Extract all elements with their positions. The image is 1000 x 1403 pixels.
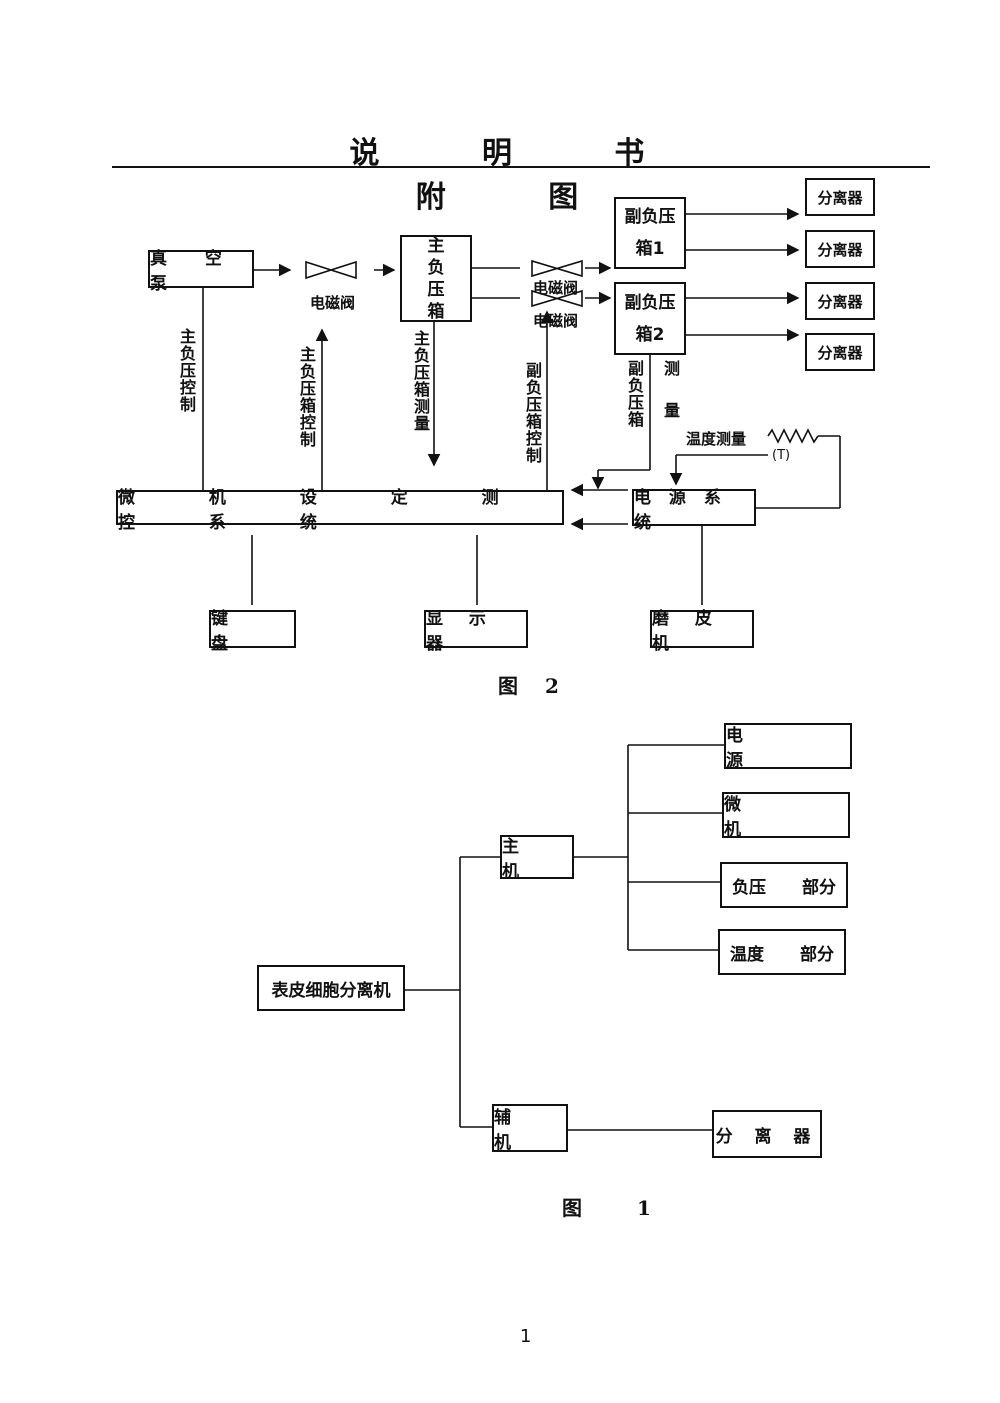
vacuum-pump-box: 真 空 泵 bbox=[148, 249, 254, 294]
dermatome-box: 磨 皮 机 bbox=[650, 609, 754, 654]
sub-box-control-label: 副负压箱控制 bbox=[523, 362, 542, 464]
vacuum-pump-label: 真 空 泵 bbox=[150, 249, 238, 294]
main-box-line-4: 箱 bbox=[427, 301, 445, 322]
main-box-line-3: 压 bbox=[427, 279, 445, 300]
valve-symbols bbox=[305, 259, 583, 308]
aux-label: 辅 机 bbox=[494, 1108, 527, 1153]
temperature-part-right: 部分 bbox=[800, 944, 834, 965]
sub-box2-line-1: 副负压 bbox=[624, 292, 676, 313]
main-control-label: 主负压控制 bbox=[177, 328, 196, 413]
display-box: 显 示 器 bbox=[424, 609, 528, 654]
separator-label: 分离器 bbox=[817, 188, 863, 207]
power-box: 电 源 bbox=[724, 723, 852, 771]
main-box-line-2: 负 bbox=[427, 257, 445, 278]
separator-label: 分离器 bbox=[817, 240, 863, 259]
host-label: 主 机 bbox=[502, 837, 535, 882]
separator-box-2: 分离器 bbox=[805, 230, 875, 268]
root-machine-box: 表皮细胞分离机 bbox=[257, 965, 405, 1011]
keyboard-box: 键 盘 bbox=[209, 609, 296, 654]
pressure-part-left: 负压 bbox=[732, 877, 766, 898]
separator-box-4: 分离器 bbox=[805, 333, 875, 371]
figure-2-caption: 图 2 bbox=[498, 674, 569, 698]
temperature-symbol: (T) bbox=[772, 448, 791, 463]
temperature-part-left: 温度 bbox=[730, 944, 764, 965]
control-system-box: 微 机 设 定 测 控 系 统 bbox=[116, 488, 564, 533]
sub-box1-line-1: 副负压 bbox=[624, 207, 676, 227]
temperature-measure-label: 温度测量 bbox=[686, 430, 747, 448]
microcomputer-label: 微 机 bbox=[724, 795, 775, 840]
aux-box: 辅 机 bbox=[492, 1104, 568, 1153]
power-label: 电 源 bbox=[726, 726, 777, 771]
power-system-label: 电 源 系 统 bbox=[634, 487, 727, 533]
pressure-part-right: 部分 bbox=[802, 877, 836, 898]
display-label: 显 示 器 bbox=[426, 609, 496, 654]
sub-pressure-box-2: 副负压 箱2 bbox=[614, 282, 686, 355]
main-box-line-1: 主 bbox=[427, 235, 445, 256]
separator-label: 分离器 bbox=[817, 343, 863, 362]
pressure-part-box: 负压 部分 bbox=[720, 862, 848, 908]
temperature-part-box: 温度 部分 bbox=[718, 929, 846, 975]
sub-pressure-box-1: 副负压 箱1 bbox=[614, 197, 686, 269]
sub-box2-line-2: 箱2 bbox=[635, 324, 665, 345]
root-machine-label: 表皮细胞分离机 bbox=[271, 980, 391, 1001]
aux-separator-label: 分 离 器 bbox=[715, 1126, 819, 1147]
separator-box-1: 分离器 bbox=[805, 178, 875, 216]
page-number: 1 bbox=[520, 1326, 532, 1347]
main-box-measure-label: 主负压箱测量 bbox=[411, 330, 430, 432]
power-system-box: 电 源 系 统 bbox=[632, 488, 756, 533]
figure-1-caption: 图 1 bbox=[562, 1196, 675, 1220]
valve3-label: 电磁阀 bbox=[533, 312, 579, 330]
valve1-label: 电磁阀 bbox=[310, 294, 356, 312]
microcomputer-box: 微 机 bbox=[722, 792, 850, 840]
title-rule bbox=[112, 166, 930, 168]
separator-label: 分离器 bbox=[817, 292, 863, 311]
keyboard-label: 键 盘 bbox=[211, 609, 244, 654]
aux-separator-box: 分 离 器 bbox=[712, 1110, 822, 1158]
measure-label: 测量 bbox=[661, 360, 680, 444]
main-pressure-box: 主 负 压 箱 bbox=[400, 235, 472, 322]
sub-box-measure-label: 副负压箱 bbox=[625, 360, 644, 428]
dermatome-label: 磨 皮 机 bbox=[652, 609, 722, 654]
separator-box-3: 分离器 bbox=[805, 282, 875, 320]
host-box: 主 机 bbox=[500, 835, 574, 882]
valve2-label: 电磁阀 bbox=[533, 279, 579, 297]
page-title: 说 明 书 附 图 bbox=[349, 136, 691, 215]
sub-box1-line-2: 箱1 bbox=[635, 239, 665, 259]
main-box-control-label: 主负压箱控制 bbox=[297, 346, 316, 448]
control-system-label: 微 机 设 定 测 控 系 统 bbox=[118, 487, 533, 533]
